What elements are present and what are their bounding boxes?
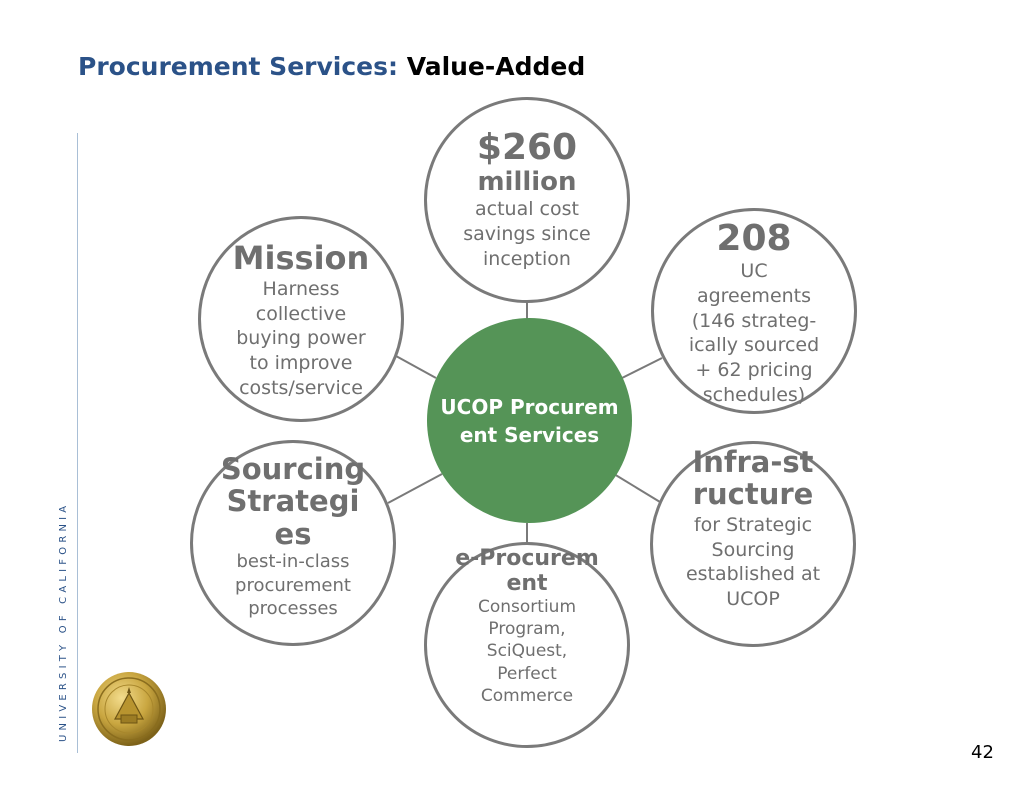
node-body: Harness collective buying power to impro…	[236, 277, 366, 399]
node-body: Consortium Program, SciQuest, Perfect Co…	[477, 597, 576, 706]
node-heading: Infra-structure	[692, 445, 814, 512]
node-mission: Mission Harness collective buying power …	[198, 216, 404, 422]
node-heading: $260	[476, 127, 578, 168]
node-body: actual cost savings since inception	[463, 198, 591, 270]
connector-line	[395, 355, 437, 379]
node-savings: $260 million actual cost savings since i…	[424, 97, 630, 303]
node-agreements: 208 UC agreements (146 strateg-ically so…	[651, 208, 857, 414]
slide-title: Procurement Services: Value-Added	[78, 52, 585, 81]
title-accent: Procurement Services:	[78, 52, 398, 81]
center-node: UCOP Procurement Services	[427, 318, 632, 523]
uc-seal-icon	[92, 672, 166, 746]
node-eprocurement: e-Procurement Consortium Program, SciQue…	[424, 542, 630, 748]
node-body: best-in-class procurement processes	[235, 551, 351, 620]
connector-line	[387, 473, 443, 504]
node-body: UC agreements (146 strateg-ically source…	[688, 260, 820, 406]
page-number: 42	[971, 742, 994, 763]
node-subheading: million	[477, 167, 577, 198]
node-sourcing: Sourcing Strategies best-in-class procur…	[190, 440, 396, 646]
node-heading: Sourcing Strategies	[220, 452, 366, 551]
title-main: Value-Added	[406, 52, 586, 81]
node-heading: e-Procurement	[455, 546, 599, 596]
node-heading: 208	[716, 218, 792, 259]
connector-line	[621, 357, 663, 379]
connector-line	[613, 473, 661, 503]
center-label: UCOP Procurement Services	[440, 394, 619, 447]
node-body: for Strategic Sourcing established at UC…	[685, 513, 821, 610]
node-heading: Mission	[232, 239, 370, 277]
node-infrastructure: Infra-structure for Strategic Sourcing e…	[650, 441, 856, 647]
side-divider	[77, 133, 78, 753]
